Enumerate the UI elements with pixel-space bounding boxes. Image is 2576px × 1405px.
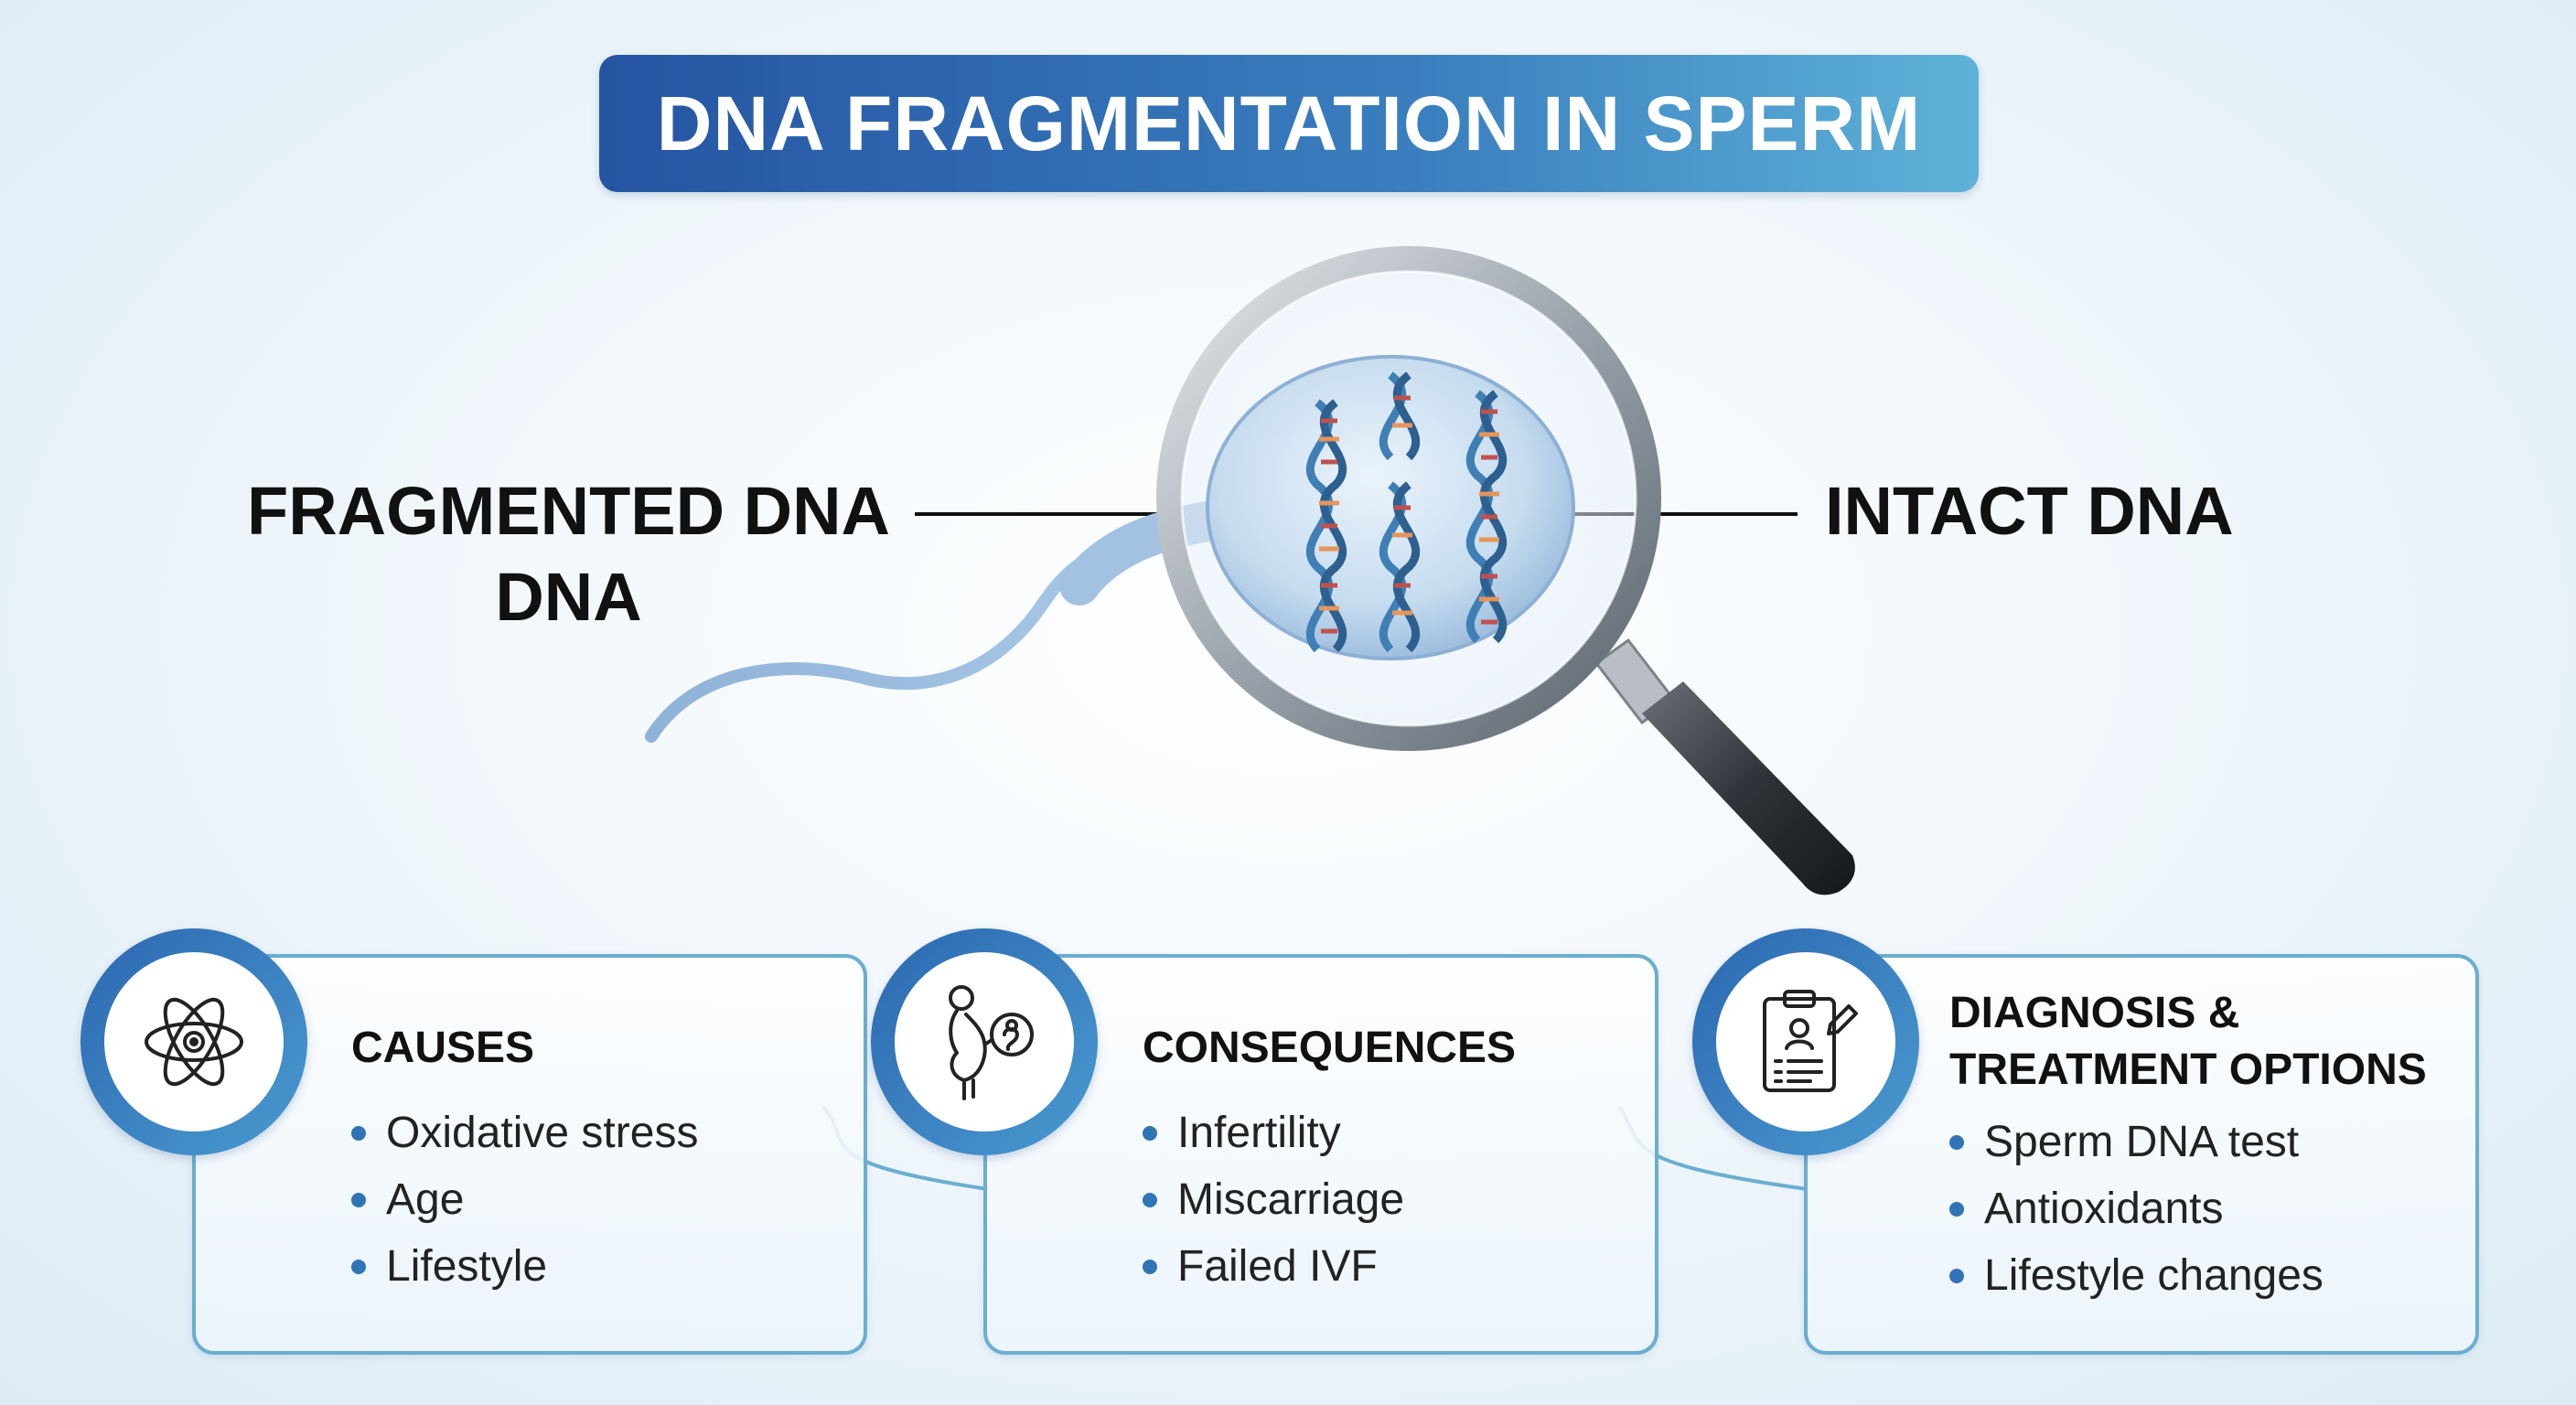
list-item: Miscarriage bbox=[1143, 1166, 1404, 1233]
list-item: Oxidative stress bbox=[351, 1099, 698, 1166]
list-item: Infertility bbox=[1143, 1099, 1404, 1166]
clipboard-report-icon bbox=[1763, 990, 1858, 1092]
causes-icon-badge bbox=[80, 928, 307, 1155]
causes-heading: CAUSES bbox=[351, 1024, 535, 1072]
diagnosis-heading-line1: DIAGNOSIS & bbox=[1949, 989, 2240, 1037]
list-item: Failed IVF bbox=[1143, 1233, 1404, 1300]
list-item: Antioxidants bbox=[1949, 1175, 2324, 1242]
list-item: Sperm DNA test bbox=[1949, 1109, 2324, 1175]
diagnosis-heading-line2: TREATMENT OPTIONS bbox=[1949, 1046, 2427, 1095]
consequences-heading: CONSEQUENCES bbox=[1143, 1024, 1517, 1072]
dna-strands bbox=[1305, 371, 1508, 653]
consequences-list: Infertility Miscarriage Failed IVF bbox=[1143, 1099, 1404, 1300]
list-item: Lifestyle changes bbox=[1949, 1242, 2324, 1309]
list-item: Lifestyle bbox=[351, 1233, 698, 1300]
list-item: Age bbox=[351, 1166, 698, 1233]
magnifier-handle bbox=[1594, 638, 1855, 896]
intact-dna-label: INTACT DNA bbox=[1825, 473, 2234, 549]
causes-list: Oxidative stress Age Lifestyle bbox=[351, 1099, 698, 1300]
fragmented-label-line1: FRAGMENTED DNA bbox=[247, 473, 890, 549]
fragmented-label-line2: DNA bbox=[495, 558, 642, 635]
consequences-icon-badge bbox=[871, 928, 1098, 1155]
diagnosis-heading: DIAGNOSIS & TREATMENT OPTIONS bbox=[1949, 985, 2427, 1099]
diagnosis-list: Sperm DNA test Antioxidants Lifestyle ch… bbox=[1949, 1109, 2324, 1309]
title-banner: DNA FRAGMENTATION IN SPERM bbox=[599, 55, 1979, 192]
magnifier-rim bbox=[1156, 246, 1661, 751]
diagnosis-icon-badge bbox=[1692, 928, 1919, 1155]
atom-icon bbox=[145, 997, 243, 1087]
consequences-card: CONSEQUENCES Infertility Miscarriage Fai… bbox=[983, 954, 1658, 1355]
page-title: DNA FRAGMENTATION IN SPERM bbox=[656, 80, 1922, 166]
pregnant-woman-icon bbox=[949, 985, 1034, 1100]
fragmented-dna-label: FRAGMENTED DNA DNA bbox=[247, 468, 890, 640]
diagnosis-card: DIAGNOSIS & TREATMENT OPTIONS Sperm DNA … bbox=[1804, 954, 2479, 1355]
